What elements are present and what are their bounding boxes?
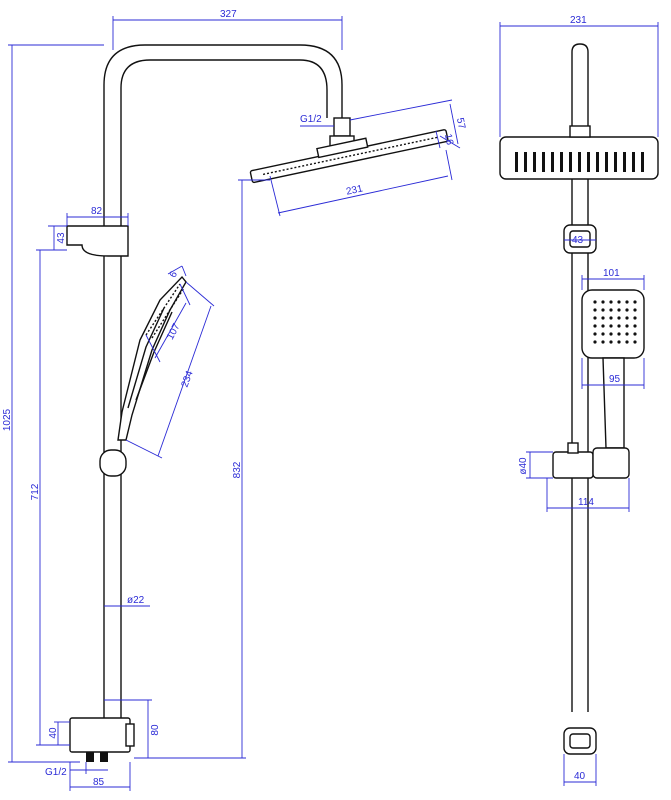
dim-valve-width: 85 [93, 777, 105, 788]
valve-knob [125, 723, 135, 747]
side-hose-holder [552, 451, 594, 479]
dim-head-width: 231 [345, 183, 364, 197]
dim-side-handshower-width: 101 [603, 268, 620, 279]
dim-handshower-length: 234 [180, 369, 196, 389]
side-view: 231 43 101 95 ø40 114 40 [499, 15, 659, 786]
dim-total-height: 1025 [2, 408, 13, 431]
side-handshower-face [581, 289, 645, 359]
dim-handshower-top: 6 [168, 269, 181, 280]
dim-head-to-base: 832 [232, 461, 243, 478]
valve-body [69, 717, 131, 753]
side-handshower-nozzles [593, 300, 637, 344]
riser-pipe [103, 44, 343, 712]
dim-slider-height: 43 [56, 232, 67, 244]
dim-head-height: 57 [454, 117, 467, 131]
front-view: 327 1025 82 43 712 832 G1/2 57 [2, 9, 467, 791]
riser-pipe-inner [120, 59, 328, 712]
dim-side-head-width: 231 [570, 15, 587, 26]
valve-outlet-left [86, 752, 94, 762]
dim-side-holder-diameter: ø40 [518, 457, 529, 475]
dim-pipe-diameter: ø22 [127, 595, 145, 606]
dim-side-clip-size: 43 [572, 235, 584, 246]
dim-valve-outlet: 40 [48, 727, 59, 739]
head-connector [333, 117, 351, 137]
dim-side-base-width: 40 [574, 771, 586, 782]
dim-handshower-width: 107 [165, 321, 183, 341]
dim-slider-width: 82 [91, 206, 103, 217]
slider-bracket [66, 225, 129, 257]
side-handshower-handle [602, 357, 625, 449]
valve-outlet-right [100, 752, 108, 762]
hose-holder [99, 449, 127, 477]
dim-side-holder-width: 114 [578, 497, 594, 508]
overhead-shower-head [249, 129, 449, 184]
dim-slider-to-base: 712 [30, 483, 41, 500]
dim-valve-thread: G1/2 [45, 767, 67, 778]
dim-head-thickness: 16 [442, 133, 455, 147]
side-riser-pipe [571, 43, 589, 712]
dim-valve-height: 80 [150, 724, 161, 736]
hand-shower [117, 275, 187, 441]
dim-top-width: 327 [220, 9, 237, 20]
side-nozzle-grid [515, 152, 644, 172]
dim-head-thread: G1/2 [300, 114, 322, 125]
side-base-clip [563, 727, 597, 755]
side-slider-clip [563, 224, 597, 254]
side-holder-arm [592, 447, 630, 479]
dim-side-handle-width: 95 [609, 374, 621, 385]
